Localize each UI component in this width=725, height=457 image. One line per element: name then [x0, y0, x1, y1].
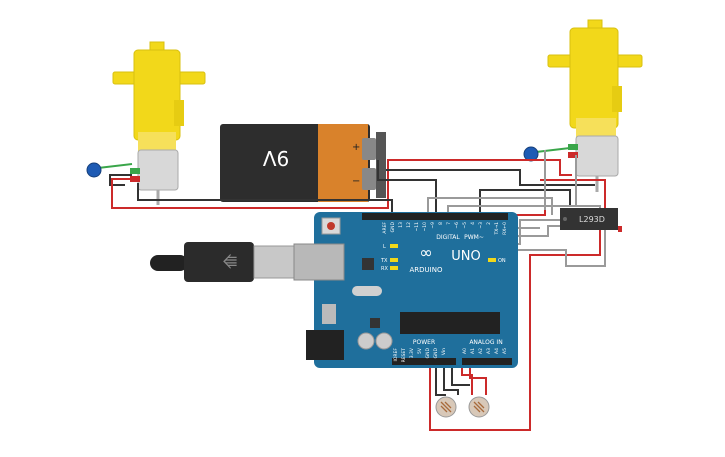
digital-pin-label: 12 [406, 222, 412, 228]
power-pin-label: IOREF [393, 348, 399, 362]
digital-pin-label: ~5 [462, 222, 468, 229]
battery-9v[interactable]: 9V + − [220, 124, 386, 202]
digital-pin-label: 2 [486, 222, 492, 225]
power-pin-label: 5V [417, 347, 423, 354]
digital-pin-label: ~10 [422, 222, 428, 232]
digital-pin-label: ~11 [414, 222, 420, 232]
left-capacitor[interactable] [86, 162, 133, 178]
driver-label: L293D [579, 215, 605, 224]
analog-pin-label: A1 [470, 348, 476, 354]
digital-pin-label: GND [390, 221, 396, 232]
photoresistor-1[interactable] [435, 396, 457, 418]
battery-label: 9V [262, 146, 289, 170]
arduino-brand: ARDUINO [410, 266, 443, 274]
left-dc-motor[interactable] [112, 41, 206, 205]
led-on [488, 258, 496, 262]
power-pin-label: 3.3V [409, 347, 415, 358]
power-pin-label: RESET [401, 348, 407, 363]
analog-pin-label: A5 [502, 348, 508, 354]
digital-pin-label: RX←0 [502, 222, 508, 235]
l293d-driver[interactable]: L293D [560, 208, 622, 232]
power-pin-label: GND [425, 347, 431, 358]
arduino-logo-icon: ∞ [419, 243, 432, 262]
analog-pin-label: A0 [462, 348, 468, 354]
digital-label: DIGITAL [436, 234, 460, 241]
analog-pin-label: A4 [494, 348, 500, 354]
digital-pin-label: TX→1 [494, 222, 500, 236]
led-rx-label: RX [381, 266, 388, 272]
usb-icon: ⭅ [223, 253, 237, 272]
right-capacitor[interactable] [523, 146, 571, 162]
digital-pin-label: ~9 [430, 222, 436, 229]
digital-pin-label: 13 [398, 222, 404, 228]
battery-minus: − [352, 176, 360, 187]
power-label: POWER [413, 339, 435, 346]
analog-label: ANALOG IN [469, 339, 502, 346]
led-tx-label: TX [380, 258, 388, 264]
power-pin-label: Vin [441, 348, 447, 355]
battery-plus: + [352, 142, 360, 153]
power-pin-label: GND [433, 347, 439, 358]
digital-pin-label: 4 [470, 222, 476, 225]
pwm-label: PWM~ [464, 234, 484, 241]
led-l-label: L [383, 244, 386, 250]
analog-pin-label: A3 [486, 348, 492, 354]
digital-pin-label: ~6 [454, 222, 460, 229]
arduino-uno-board[interactable]: ∞ ARDUINO UNO DIGITAL PWM~ POWER ANALOG … [293, 212, 518, 368]
digital-pin-label: 8 [438, 222, 444, 225]
photoresistor-2[interactable] [468, 396, 490, 418]
led-rx [390, 266, 398, 270]
led-l [390, 244, 398, 248]
usb-cable[interactable]: ⭅ [150, 242, 295, 282]
led-on-label: ON [498, 258, 506, 264]
digital-pin-label: 7 [446, 222, 452, 225]
right-dc-motor[interactable] [547, 19, 643, 192]
arduino-model: UNO [451, 249, 480, 264]
digital-pin-label: ~3 [478, 222, 484, 229]
led-tx [390, 258, 398, 262]
analog-pin-label: A2 [478, 348, 484, 354]
digital-pin-label: AREF [382, 222, 388, 234]
